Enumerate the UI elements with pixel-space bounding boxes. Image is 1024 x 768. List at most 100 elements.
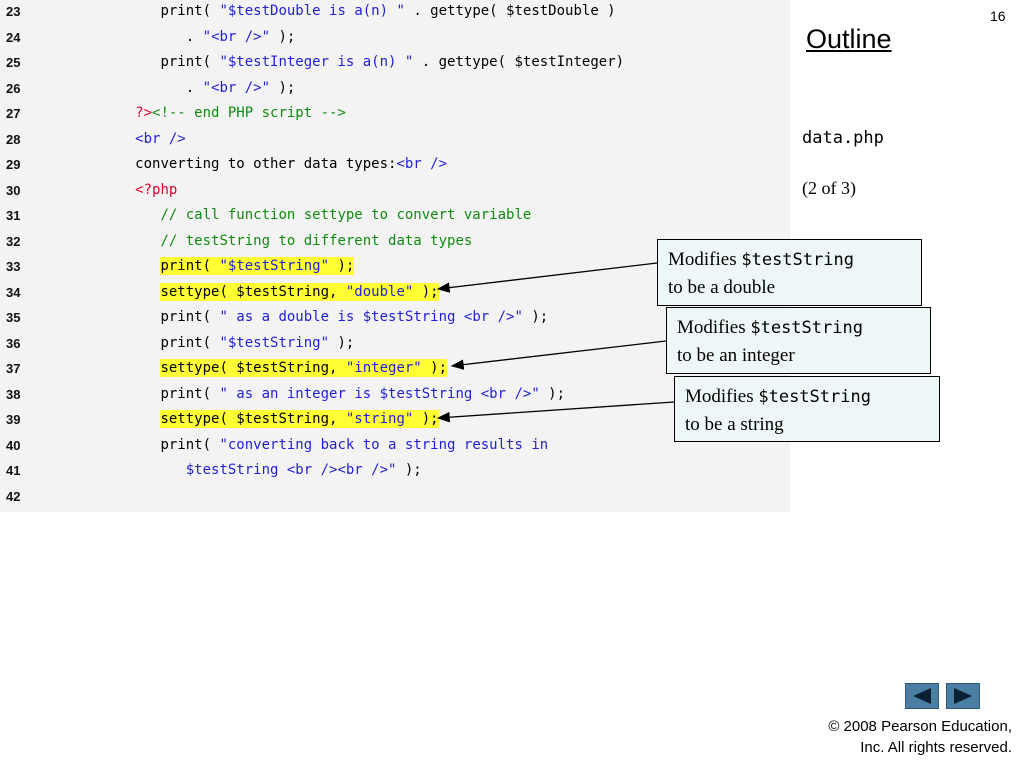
file-name: data.php [802, 128, 884, 148]
code-line: 30<?php [0, 179, 790, 204]
code-text: ?><!-- end PHP script --> [135, 104, 346, 122]
code-text: print( " as a double is $testString <br … [160, 308, 548, 326]
code-text: . "<br />" ); [186, 79, 296, 97]
code-token: "$testDouble is a(n) " [219, 3, 405, 19]
code-token: $testString <br /><br />" [185, 462, 397, 478]
code-token: <br /> [135, 130, 186, 147]
code-token: settype( $testString, [160, 360, 346, 376]
code-token: "integer" [345, 360, 422, 376]
code-line: 42 [0, 485, 790, 510]
line-number: 40 [6, 437, 21, 453]
code-token: print( [160, 309, 220, 325]
code-line: 29 converting to other data types:<br /> [0, 153, 790, 178]
code-token: <br /> [396, 156, 448, 172]
code-token: ); [270, 28, 296, 45]
copyright-line-1: © 2008 Pearson Education, [828, 718, 1012, 735]
code-token: print( [160, 258, 220, 274]
code-token: " as an integer is $testString <br />" [219, 385, 540, 402]
callout-variable: $testString [741, 250, 854, 270]
code-token: "string" [345, 411, 414, 427]
callout-description: to be an integer [677, 345, 795, 366]
line-number: 27 [6, 106, 21, 121]
code-token: <!-- end PHP script --> [152, 105, 346, 121]
code-token: settype( $testString, [160, 411, 346, 427]
callout-variable: $testString [750, 318, 863, 338]
line-number: 25 [6, 55, 21, 70]
code-line: 33 print( "$testString" ); [0, 255, 790, 280]
callout-prefix: Modifies [668, 249, 742, 270]
code-token: . [185, 28, 203, 45]
code-token: "$testInteger is a(n) " [219, 54, 414, 70]
code-token: "<br />" [202, 28, 271, 45]
callout-string: Modifies $testString to be a string [674, 376, 940, 442]
code-text: settype( $testString, "string" ); [160, 410, 439, 428]
code-token: . gettype( $testInteger) [413, 54, 625, 70]
code-text: <?php [135, 181, 177, 199]
code-text: converting to other data types:<br /> [135, 155, 447, 173]
code-token: "$testString" [219, 258, 330, 274]
code-token: print( [160, 54, 220, 70]
callout-variable: $testString [758, 387, 871, 407]
code-token: print( [160, 385, 220, 402]
next-slide-button[interactable] [946, 683, 980, 709]
copyright-line-2: Inc. All rights reserved. [860, 739, 1012, 756]
callout-integer: Modifies $testString to be an integer [666, 307, 931, 374]
code-token: print( [160, 436, 220, 453]
code-token: "$testString" [219, 334, 330, 351]
callout-prefix: Modifies [677, 317, 751, 338]
code-text: . "<br />" ); [186, 28, 296, 46]
callout-description: to be a string [685, 414, 784, 435]
line-number: 39 [6, 412, 21, 427]
code-line: 32 // testString to different data types [0, 230, 790, 255]
code-token: ); [522, 309, 549, 325]
code-text: settype( $testString, "double" ); [160, 282, 439, 301]
line-number: 42 [6, 488, 21, 504]
code-line: 37 settype( $testString, "integer" ); [0, 357, 790, 382]
code-token: ); [421, 360, 448, 376]
code-line: 31 // call function settype to convert va… [0, 204, 790, 229]
code-text: settype( $testString, "integer" ); [160, 359, 448, 377]
code-text: <br /> [135, 130, 186, 148]
line-number: 33 [6, 259, 21, 274]
code-token: ?> [135, 105, 153, 121]
code-token: // call function settype to convert vari… [160, 207, 532, 223]
line-number: 41 [6, 463, 21, 478]
code-token: "converting back to a string results in [219, 436, 549, 453]
code-text: // call function settype to convert vari… [160, 206, 531, 224]
line-number: 29 [6, 157, 21, 172]
line-number: 32 [6, 233, 21, 249]
line-number: 37 [6, 361, 21, 376]
code-text: print( "$testInteger is a(n) " . gettype… [160, 53, 624, 71]
line-number: 31 [6, 208, 21, 223]
line-number: 28 [6, 131, 21, 147]
code-token: ); [329, 258, 355, 274]
code-token: // testString to different data types [160, 232, 473, 249]
line-number: 35 [6, 310, 21, 325]
code-token: ); [413, 283, 439, 300]
code-line: 28 <br /> [0, 128, 790, 153]
code-token: . gettype( $testDouble ) [404, 3, 616, 19]
callout-double: Modifies $testString to be a double [657, 239, 922, 306]
code-token: ); [413, 411, 439, 427]
code-token: print( [160, 334, 220, 351]
line-number: 26 [6, 80, 21, 96]
copyright-notice: © 2008 Pearson Education, Inc. All right… [828, 716, 1012, 758]
line-number: 23 [6, 4, 21, 19]
code-line: 26 . "<br />" ); [0, 77, 790, 102]
code-line: 25 print( "$testInteger is a(n) " . getty… [0, 51, 790, 76]
code-token: ); [396, 462, 422, 478]
code-line: 39 settype( $testString, "string" ); [0, 408, 790, 433]
code-line: 24. "<br />" ); [0, 26, 790, 51]
code-text: print( "$testString" ); [160, 257, 355, 275]
code-text: print( " as an integer is $testString <b… [160, 385, 565, 403]
previous-slide-button[interactable] [905, 683, 939, 709]
outline-link[interactable]: Outline [806, 24, 892, 54]
code-text: $testString <br /><br />" ); [186, 461, 422, 479]
code-token: "<br />" [202, 79, 271, 96]
code-token: converting to other data types: [135, 156, 397, 172]
part-indicator: (2 of 3) [802, 178, 856, 198]
code-token: ); [539, 385, 566, 402]
